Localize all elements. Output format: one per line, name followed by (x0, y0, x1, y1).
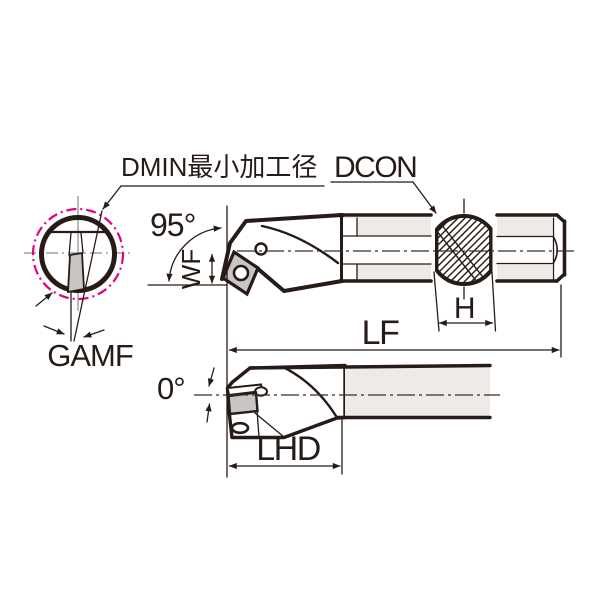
shank-cross-section (435, 198, 493, 300)
h-label: H (454, 292, 474, 325)
h-extension-left (433, 271, 440, 332)
side-top-edge (248, 363, 492, 370)
top-view (220, 198, 577, 300)
insert-end-view (67, 251, 85, 294)
dimension-annotations (147, 181, 562, 478)
dmin-leader-arrow (102, 185, 122, 210)
lead-angle-label: 95° (150, 207, 195, 243)
inclination-label: 0° (157, 371, 185, 406)
shank-left-step-bottom (342, 264, 357, 279)
end-view (24, 185, 325, 342)
h-extension-right (491, 271, 497, 332)
shank-right-segment (495, 213, 567, 283)
dcon-leader-arrow (412, 181, 437, 214)
shank-left-midband (342, 236, 431, 264)
dcon-label: DCON (334, 151, 416, 184)
pocket-edge-right (80, 232, 84, 254)
head-relief-curve (260, 224, 340, 265)
cross-section-fill (435, 216, 493, 284)
insert-hole-top (232, 264, 250, 282)
chamfer-curve (552, 236, 559, 264)
lhd-label: LHD (256, 430, 320, 468)
lead-angle-arc (166, 225, 222, 282)
wf-label: WF (176, 249, 206, 289)
zero-angle-arrow-bottom (205, 403, 212, 423)
side-view (194, 363, 500, 440)
shank-left-step-top (342, 218, 357, 236)
text-labels: DMIN最小加工径 DCON 95° WF GAMF LF H 0° LHD (47, 151, 475, 468)
gamf-label: GAMF (47, 338, 133, 373)
gamf-arrow-left (43, 325, 65, 335)
clamp-screw-hole-top (254, 242, 268, 256)
pocket-diagonal-side (254, 412, 285, 438)
zero-angle-arrow-top (207, 367, 215, 387)
gamf-reference-line (73, 210, 103, 342)
shank-left-segment (338, 213, 433, 283)
dmin-circle (31, 207, 125, 301)
side-relief-curve (281, 365, 338, 418)
insert-tip-arrow (35, 292, 53, 307)
cross-flat-mark-2 (435, 224, 490, 284)
gamf-arrow-right (83, 329, 105, 338)
dmin-label: DMIN最小加工径 (121, 152, 317, 182)
insert-side-view (227, 391, 259, 416)
side-shank-fill (345, 367, 490, 416)
cross-section-outline (435, 214, 493, 286)
pocket-edge-left (68, 232, 72, 257)
screw-hole-side (230, 421, 250, 435)
lf-label: LF (362, 314, 399, 352)
